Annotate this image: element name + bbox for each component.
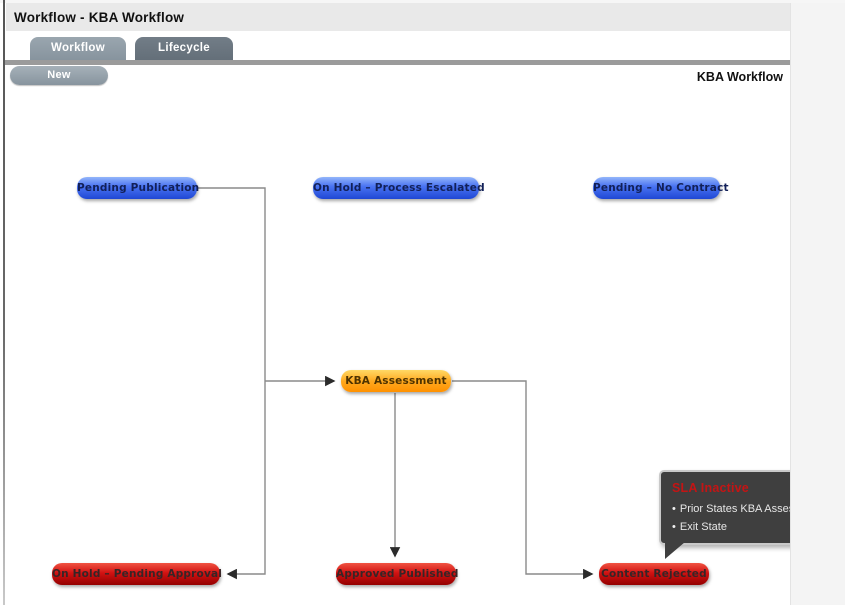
- bullet-icon: •: [672, 521, 676, 533]
- right-panel: [790, 0, 845, 605]
- top-strip: [0, 0, 845, 3]
- connector-pending-publication-to-on-hold-pending-approval: [198, 187, 266, 580]
- new-button[interactable]: New: [10, 66, 108, 85]
- workflow-node-on-hold-pending-approval[interactable]: On Hold – Pending Approval: [52, 563, 222, 585]
- tab-workflow[interactable]: Workflow: [30, 37, 126, 60]
- connector-kba-assessment-to-content-rejected: [452, 380, 594, 580]
- workflow-node-content-rejected[interactable]: Content Rejected: [599, 563, 709, 585]
- workflow-node-pending-publication[interactable]: Pending Publication: [77, 177, 199, 199]
- workflow-node-approved-published[interactable]: Approved Published: [336, 563, 458, 585]
- page-heading: KBA Workflow: [696, 70, 783, 84]
- sla-tooltip-title: SLA Inactive: [672, 481, 749, 495]
- left-border: [3, 0, 5, 605]
- title-bar: Workflow - KBA Workflow: [6, 3, 790, 31]
- bullet-icon: •: [672, 503, 676, 515]
- workflow-node-pending-no-contract[interactable]: Pending – No Contract: [593, 177, 729, 199]
- tooltip-tail-pointer: [665, 542, 685, 559]
- workflow-node-on-hold-process-escalated[interactable]: On Hold – Process Escalated: [313, 177, 485, 199]
- tab-underline-bar: [5, 60, 790, 65]
- sla-tooltip-item-exit-state: •Exit State: [672, 521, 727, 533]
- workflow-node-kba-assessment[interactable]: KBA Assessment: [341, 370, 451, 392]
- tab-lifecycle[interactable]: Lifecycle: [135, 37, 233, 60]
- window-title: Workflow - KBA Workflow: [14, 9, 185, 25]
- sla-tooltip-item-prior-states: •Prior States KBA Assessment: [672, 503, 825, 515]
